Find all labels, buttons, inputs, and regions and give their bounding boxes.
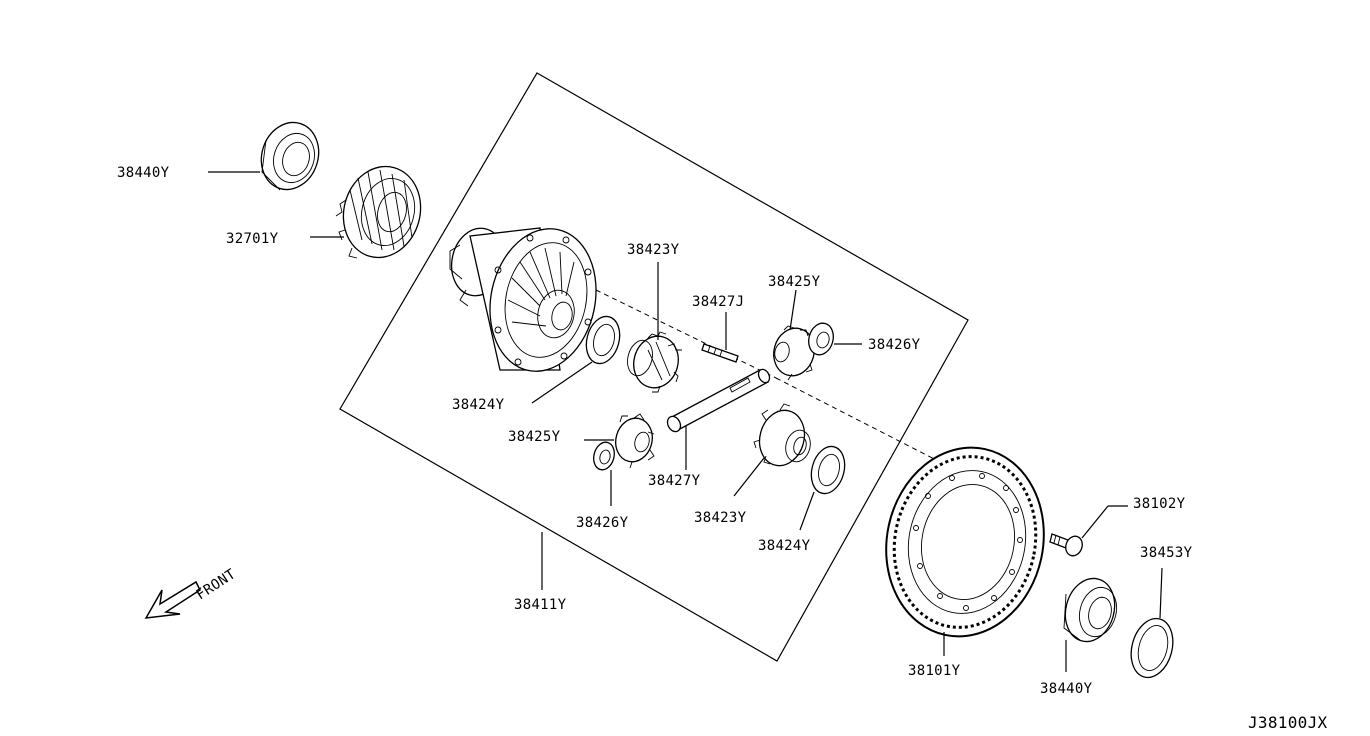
label-thrust-washer-bottom[interactable]: 38426Y: [576, 515, 629, 531]
label-shim[interactable]: 38453Y: [1140, 545, 1193, 561]
case-assembly-outline: [339, 72, 969, 662]
label-gear-bolt[interactable]: 38102Y: [1133, 496, 1186, 512]
label-side-washer-right[interactable]: 38424Y: [758, 538, 811, 554]
bearing-left-part[interactable]: [253, 115, 327, 197]
label-bearing-left[interactable]: 38440Y: [117, 165, 170, 181]
label-pinion-shaft[interactable]: 38427Y: [648, 473, 701, 489]
bearing-right-part[interactable]: [1059, 573, 1122, 647]
pinion-shaft-part[interactable]: [665, 367, 772, 433]
pinion-shaft-pin-part[interactable]: [701, 343, 739, 363]
front-direction-label: FRONT: [193, 566, 239, 603]
label-pinion-gear[interactable]: 32701Y: [226, 231, 279, 247]
label-thrust-washer-top[interactable]: 38426Y: [868, 337, 921, 353]
pinion-gear-part[interactable]: [333, 158, 430, 267]
differential-case-part[interactable]: [445, 219, 608, 381]
side-gear-bottom-part[interactable]: [753, 403, 814, 471]
side-washer-left-part[interactable]: [581, 313, 624, 368]
gear-bolt-part[interactable]: [1049, 533, 1085, 558]
shim-part[interactable]: [1125, 614, 1179, 682]
side-washer-right-part[interactable]: [806, 443, 849, 498]
label-final-gear[interactable]: 38101Y: [908, 663, 961, 679]
final-gear-part[interactable]: [869, 433, 1061, 651]
label-side-gear-top[interactable]: 38423Y: [627, 242, 680, 258]
label-side-gear-bottom[interactable]: 38423Y: [694, 510, 747, 526]
thrust-washer-top-part[interactable]: [805, 320, 836, 357]
side-gear-top-part[interactable]: [624, 331, 684, 393]
front-arrow-icon: [144, 580, 201, 619]
label-side-washer-left[interactable]: 38424Y: [452, 397, 505, 413]
label-bearing-right[interactable]: 38440Y: [1040, 681, 1093, 697]
pinion-mate-bottom-part[interactable]: [611, 413, 657, 469]
diagram-code: J38100JX: [1248, 713, 1328, 732]
label-pinion-shaft-pin[interactable]: 38427J: [692, 294, 744, 310]
label-diff-case[interactable]: 38411Y: [514, 597, 567, 613]
label-pinion-mate-top[interactable]: 38425Y: [768, 274, 821, 290]
thrust-washer-bottom-part[interactable]: [591, 440, 618, 472]
label-pinion-mate-bottom[interactable]: 38425Y: [508, 429, 561, 445]
